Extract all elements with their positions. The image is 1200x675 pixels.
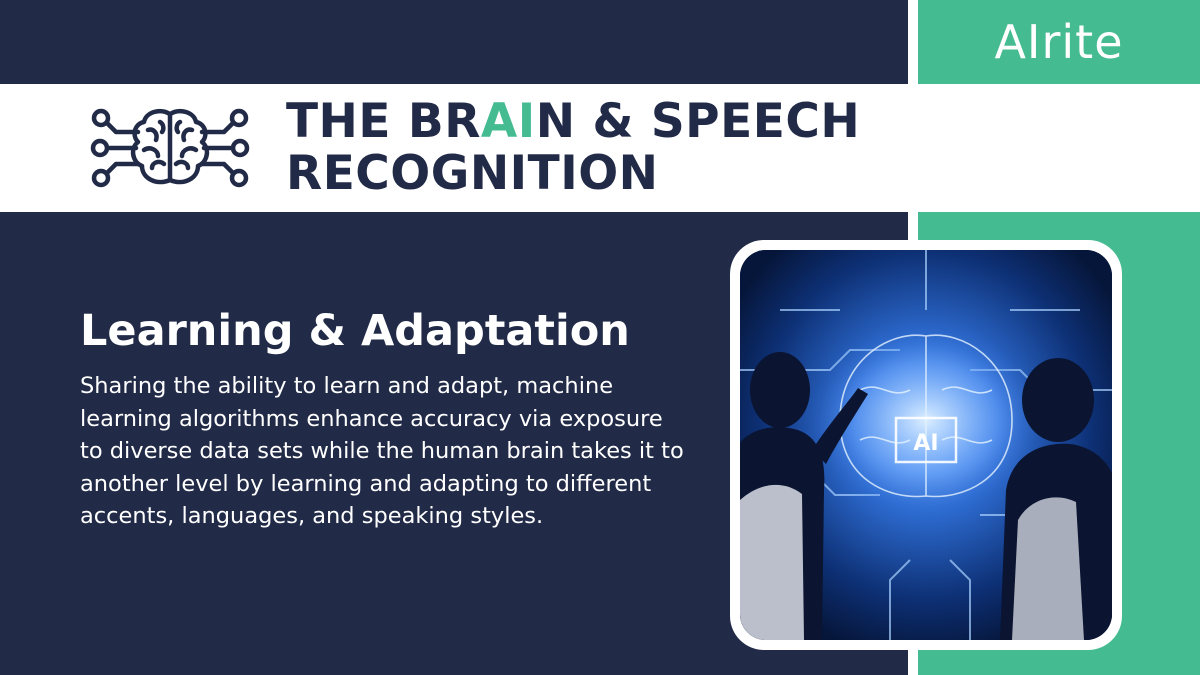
logo-text: AIrite — [994, 15, 1124, 69]
brand-logo: AIrite — [918, 0, 1200, 84]
title-part-2: N & SPEECH — [535, 94, 861, 149]
photo-frame: AI — [730, 240, 1122, 650]
photo-illustration: AI — [740, 250, 1112, 640]
title-highlight: AI — [480, 94, 536, 149]
page-title: THE BRAIN & SPEECH RECOGNITION — [286, 96, 906, 200]
title-banner: THE BRAIN & SPEECH RECOGNITION — [0, 84, 1200, 212]
title-part-1: THE BR — [286, 94, 481, 149]
photo-screen-text: AI — [913, 431, 938, 456]
brain-circuit-icon — [90, 108, 250, 188]
ai-brain-photo: AI — [740, 250, 1112, 640]
section-heading: Learning & Adaptation — [80, 306, 630, 356]
section-body: Sharing the ability to learn and adapt, … — [80, 373, 684, 529]
title-line-2: RECOGNITION — [286, 146, 659, 201]
